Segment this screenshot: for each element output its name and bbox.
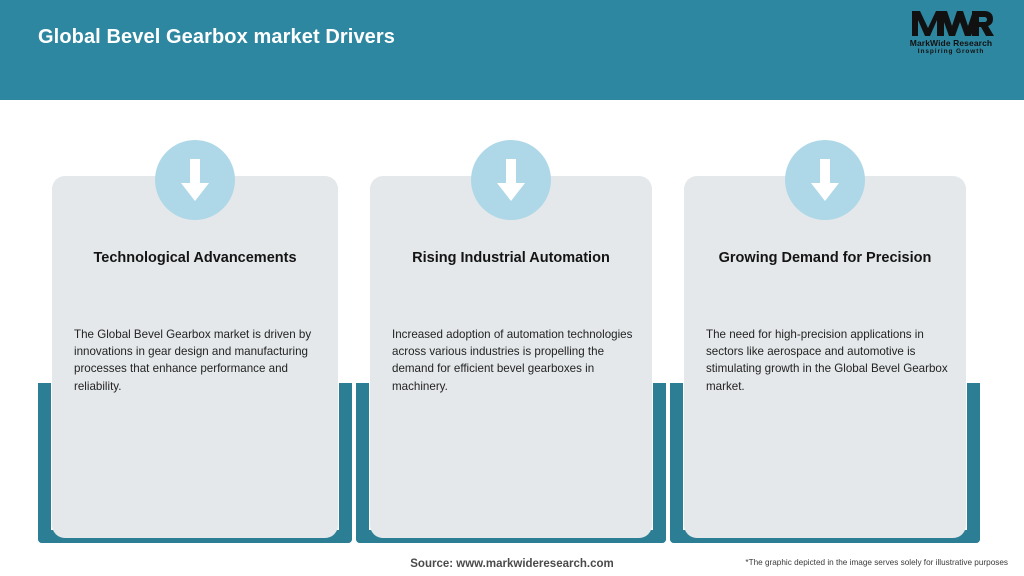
card-surface-3: [684, 176, 966, 538]
logo-tagline: Inspiring Growth: [917, 48, 985, 55]
card-title-3: Growing Demand for Precision: [718, 250, 932, 266]
driver-card-1[interactable]: Technological Advancements The Global Be…: [38, 140, 352, 543]
card-surface-2: [370, 176, 652, 538]
card-title-2: Rising Industrial Automation: [412, 250, 610, 266]
mwr-monogram-icon: [910, 8, 994, 38]
source-label: Source: www.markwideresearch.com: [410, 558, 614, 570]
down-arrow-icon: [155, 140, 235, 220]
driver-card-3[interactable]: Growing Demand for Precision The need fo…: [670, 140, 980, 543]
down-arrow-icon: [785, 140, 865, 220]
down-arrow-icon: [471, 140, 551, 220]
page-title: Global Bevel Gearbox market Drivers: [38, 26, 395, 48]
card-body-2: Increased adoption of automation technol…: [392, 328, 633, 393]
card-body-3: The need for high-precision applications…: [706, 328, 948, 393]
driver-card-2[interactable]: Rising Industrial Automation Increased a…: [356, 140, 666, 543]
header-banner: Global Bevel Gearbox market Drivers Mark…: [0, 0, 1024, 100]
logo-company-name: MarkWide Research: [909, 38, 993, 48]
card-surface-1: [52, 176, 338, 538]
card-body-1: The Global Bevel Gearbox market is drive…: [74, 328, 312, 393]
card-title-1: Technological Advancements: [93, 250, 297, 266]
markwide-research-logo: MarkWide Research Inspiring Growth: [896, 8, 1006, 64]
disclaimer-note: *The graphic depicted in the image serve…: [745, 558, 1008, 567]
